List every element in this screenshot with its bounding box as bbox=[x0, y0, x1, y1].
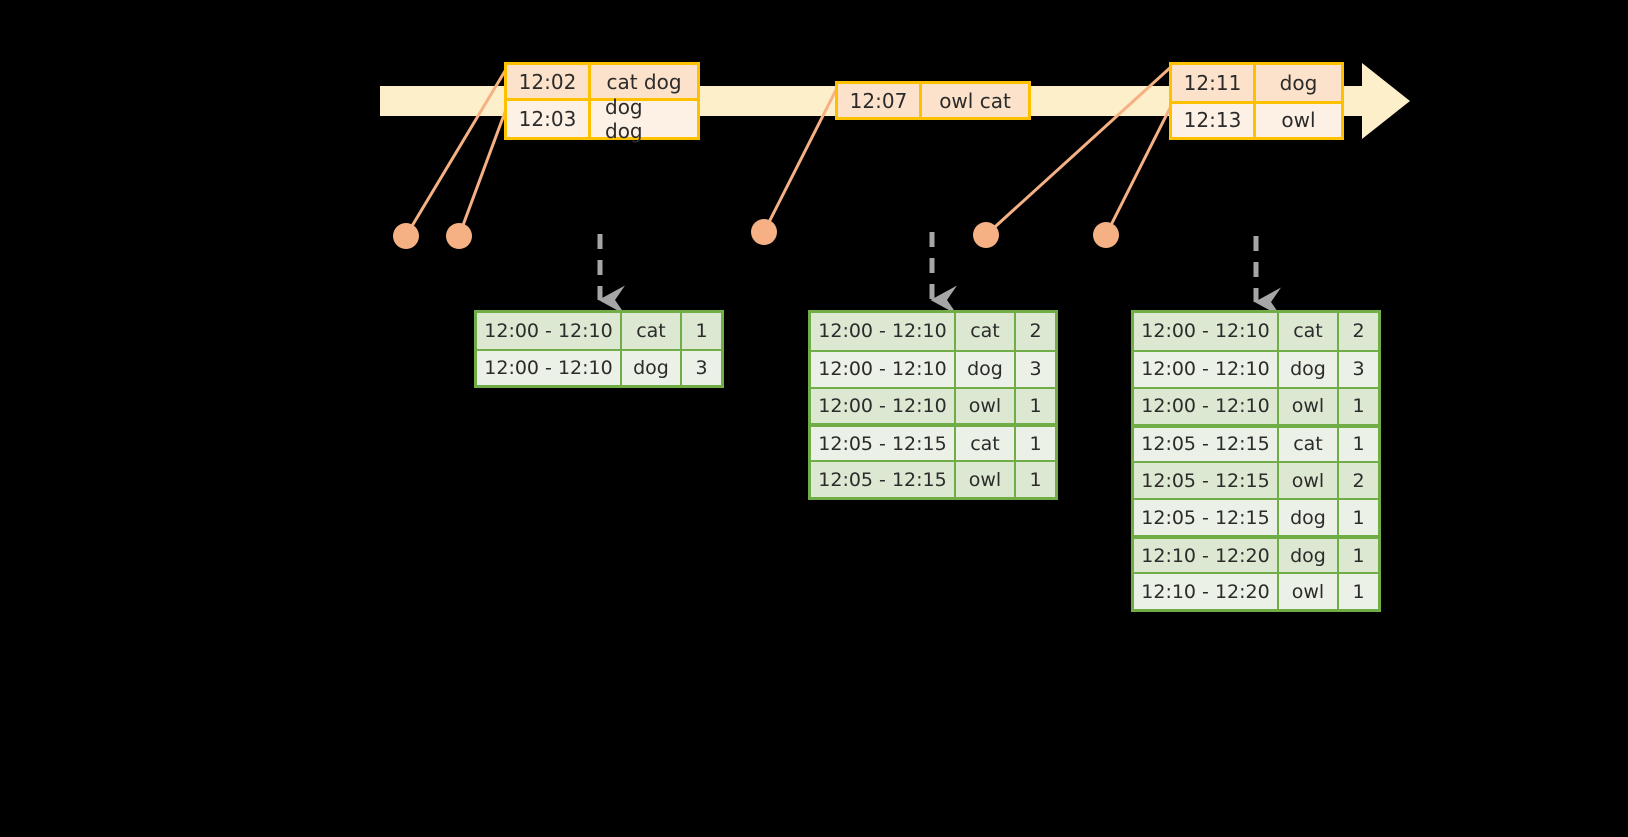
table-row[interactable]: 12:00 - 12:10 dog 3 bbox=[1134, 349, 1378, 387]
cell-count: 1 bbox=[1352, 544, 1365, 567]
cell-key: owl bbox=[1279, 388, 1339, 424]
cell-window: 12:05 - 12:15 bbox=[811, 427, 956, 461]
dot-12-02 bbox=[393, 223, 419, 249]
cell-count: 3 bbox=[1352, 358, 1365, 381]
cell-key: dog bbox=[622, 350, 682, 385]
cell-window: 12:00 - 12:10 bbox=[1134, 351, 1279, 387]
event-payload: dog bbox=[1279, 70, 1318, 95]
table-row[interactable]: 12:05 - 12:15 owl 2 bbox=[1134, 461, 1378, 498]
event-time: 12:13 bbox=[1172, 103, 1256, 137]
cell-window: 12:05 - 12:15 bbox=[811, 462, 956, 497]
cell-count: 1 bbox=[1029, 394, 1042, 417]
dot-12-03 bbox=[446, 223, 472, 249]
table-row[interactable]: 12:00 - 12:10 dog 3 bbox=[811, 349, 1055, 387]
windowed-counts-after-12-13[interactable]: 12:00 - 12:10 cat 2 12:00 - 12:10 dog 3 … bbox=[1131, 310, 1381, 612]
event-row[interactable]: 12:11 dog bbox=[1172, 65, 1341, 101]
table-row[interactable]: 12:00 - 12:10 dog 3 bbox=[477, 348, 721, 385]
cell-window: 12:00 - 12:10 bbox=[1134, 313, 1279, 350]
event-row[interactable]: 12:02 cat dog bbox=[507, 65, 697, 98]
event-time: 12:03 bbox=[507, 101, 591, 137]
event-payload: dog dog bbox=[605, 95, 643, 143]
cell-key: owl bbox=[956, 388, 1016, 424]
event-payload: cat dog bbox=[606, 69, 682, 94]
cell-window: 12:00 - 12:10 bbox=[811, 351, 956, 387]
dot-12-07 bbox=[751, 219, 777, 245]
cell-window: 12:00 - 12:10 bbox=[477, 313, 622, 349]
event-group-3[interactable]: 12:11 dog 12:13 owl bbox=[1169, 62, 1344, 140]
event-row[interactable]: 12:13 owl bbox=[1172, 100, 1341, 137]
table-row[interactable]: 12:00 - 12:10 cat 2 bbox=[811, 313, 1055, 350]
cell-key: dog bbox=[1279, 539, 1339, 573]
cell-window: 12:10 - 12:20 bbox=[1134, 574, 1279, 610]
event-time: 12:07 bbox=[838, 84, 922, 117]
connector-12-07 bbox=[762, 84, 840, 234]
table-row[interactable]: 12:10 - 12:20 owl 1 bbox=[1134, 572, 1378, 610]
event-marker-dots bbox=[393, 219, 1119, 249]
dot-12-13 bbox=[1093, 222, 1119, 248]
table-row[interactable]: 12:00 - 12:10 owl 1 bbox=[811, 386, 1055, 424]
cell-key: owl bbox=[1279, 463, 1339, 498]
event-group-2[interactable]: 12:07 owl cat bbox=[835, 81, 1031, 120]
event-payload: owl cat bbox=[939, 88, 1011, 113]
event-group-1[interactable]: 12:02 cat dog 12:03 dog dog bbox=[504, 62, 700, 143]
table-row[interactable]: 12:05 - 12:15 dog 1 bbox=[1134, 498, 1378, 535]
connector-12-13 bbox=[1104, 102, 1174, 237]
cell-key: dog bbox=[1279, 500, 1339, 535]
cell-key: cat bbox=[956, 427, 1016, 461]
event-time: 12:02 bbox=[507, 65, 591, 98]
cell-window: 12:05 - 12:15 bbox=[1134, 500, 1279, 535]
event-time: 12:11 bbox=[1172, 65, 1256, 101]
table-row[interactable]: 12:00 - 12:10 owl 1 bbox=[1134, 386, 1378, 424]
cell-key: owl bbox=[956, 462, 1016, 497]
cell-count: 1 bbox=[1352, 433, 1365, 456]
dot-12-11 bbox=[973, 222, 999, 248]
event-payload: owl bbox=[1281, 108, 1316, 133]
cell-window: 12:00 - 12:10 bbox=[811, 313, 956, 350]
event-row[interactable]: 12:03 dog dog bbox=[507, 95, 697, 143]
connector-12-02 bbox=[404, 64, 510, 238]
cell-window: 12:10 - 12:20 bbox=[1134, 539, 1279, 573]
table-row[interactable]: 12:00 - 12:10 cat 1 bbox=[477, 313, 721, 349]
table-row[interactable]: 12:00 - 12:10 cat 2 bbox=[1134, 313, 1378, 350]
cell-count: 1 bbox=[1352, 395, 1365, 418]
event-row[interactable]: 12:07 owl cat bbox=[838, 84, 1028, 117]
cell-key: dog bbox=[1279, 351, 1339, 387]
cell-window: 12:00 - 12:10 bbox=[1134, 388, 1279, 424]
cell-key: cat bbox=[956, 313, 1016, 350]
cell-key: cat bbox=[622, 313, 682, 349]
windowed-counts-after-12-07[interactable]: 12:00 - 12:10 cat 2 12:00 - 12:10 dog 3 … bbox=[808, 310, 1058, 500]
table-row[interactable]: 12:05 - 12:15 cat 1 bbox=[811, 423, 1055, 461]
cell-count: 1 bbox=[1029, 432, 1042, 455]
cell-key: dog bbox=[956, 351, 1016, 387]
windowed-counts-after-12-03[interactable]: 12:00 - 12:10 cat 1 12:00 - 12:10 dog 3 bbox=[474, 310, 724, 388]
cell-count: 2 bbox=[1352, 320, 1365, 343]
cell-window: 12:05 - 12:15 bbox=[1134, 463, 1279, 498]
cell-key: cat bbox=[1279, 427, 1339, 461]
table-row[interactable]: 12:05 - 12:15 owl 1 bbox=[811, 460, 1055, 497]
cell-window: 12:05 - 12:15 bbox=[1134, 427, 1279, 461]
cell-count: 1 bbox=[1352, 506, 1365, 529]
cell-count: 2 bbox=[1352, 469, 1365, 492]
emit-arrows bbox=[597, 232, 1281, 317]
cell-key: owl bbox=[1279, 574, 1339, 610]
cell-count: 1 bbox=[1029, 468, 1042, 491]
table-row[interactable]: 12:10 - 12:20 dog 1 bbox=[1134, 535, 1378, 573]
cell-window: 12:00 - 12:10 bbox=[477, 350, 622, 385]
cell-count: 2 bbox=[1029, 320, 1042, 343]
cell-count: 3 bbox=[695, 356, 708, 379]
table-row[interactable]: 12:05 - 12:15 cat 1 bbox=[1134, 423, 1378, 461]
cell-key: cat bbox=[1279, 313, 1339, 350]
connector-12-03 bbox=[457, 102, 510, 238]
cell-count: 1 bbox=[695, 319, 708, 342]
cell-count: 3 bbox=[1029, 358, 1042, 381]
cell-window: 12:00 - 12:10 bbox=[811, 388, 956, 424]
cell-count: 1 bbox=[1352, 580, 1365, 603]
